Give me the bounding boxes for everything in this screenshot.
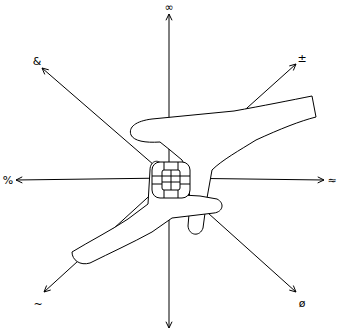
direction-arrow <box>16 177 169 183</box>
direction-symbol: ≈ <box>327 175 336 186</box>
direction-symbol: ~ <box>33 299 42 310</box>
direction-symbol: % <box>3 175 13 186</box>
arrow-head <box>16 177 22 183</box>
arrow-head <box>166 14 172 20</box>
hands-illustration <box>72 96 316 264</box>
direction-symbol: ∞ <box>164 2 173 13</box>
arrow-head <box>289 64 296 70</box>
direction-symbol: & <box>33 56 42 67</box>
arrow-head <box>44 286 51 292</box>
direction-symbol: ± <box>297 53 306 64</box>
direction-arrows <box>16 14 324 328</box>
arrow-head <box>318 177 324 183</box>
arrow-head <box>289 286 296 292</box>
direction-symbol: ø <box>299 298 306 309</box>
center-device <box>152 162 190 198</box>
direction-arrow <box>166 14 172 178</box>
arrow-shaft <box>16 178 169 180</box>
arrow-shaft <box>169 14 170 178</box>
arrow-head <box>42 68 49 74</box>
lower-hand <box>72 161 222 264</box>
arrow-head <box>166 322 172 328</box>
